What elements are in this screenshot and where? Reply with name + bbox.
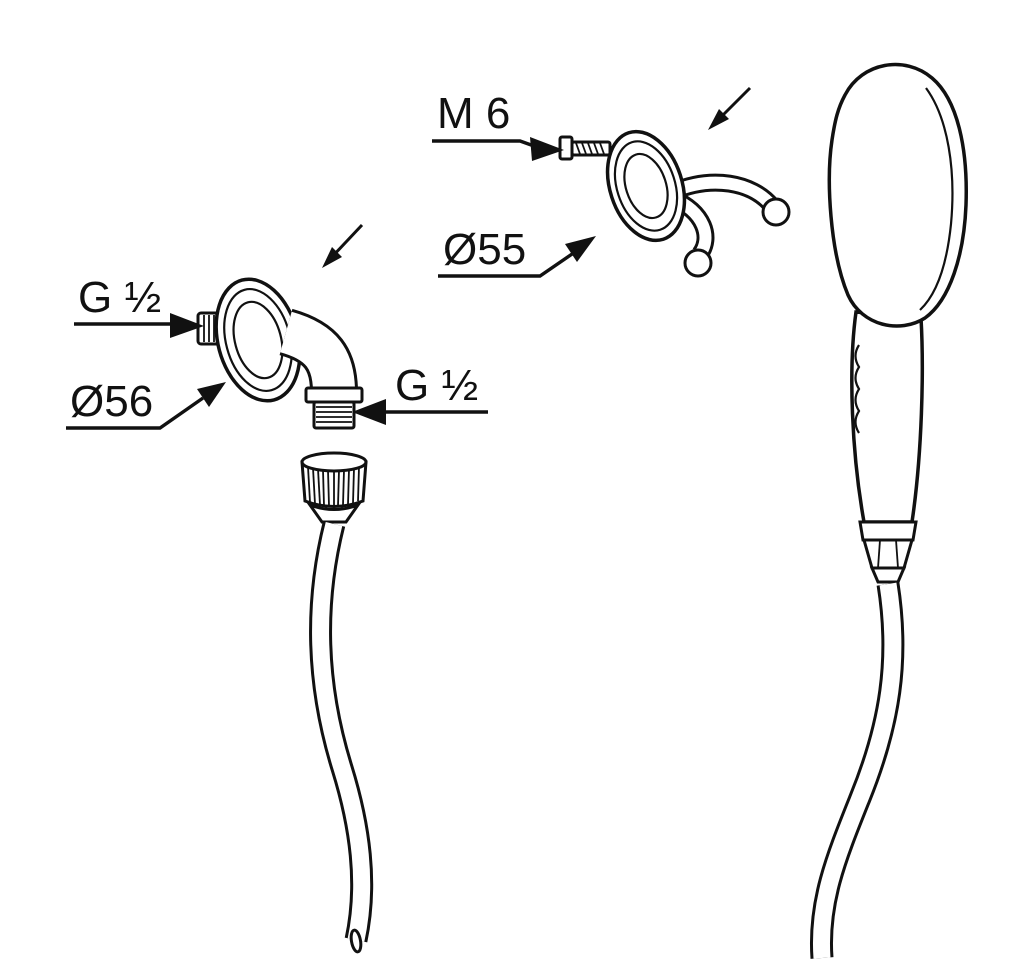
bracket-mounting-arrow-icon: [708, 86, 752, 130]
elbow-tube: [278, 308, 358, 393]
bracket-claw: [668, 173, 791, 278]
annotation-g12-inlet: G ½: [74, 273, 204, 338]
elbow-outlet-thread: [304, 386, 364, 430]
shower-head: [827, 62, 968, 328]
hose-nut-knurled: [300, 451, 368, 524]
label-g12-inlet: G ½: [78, 273, 161, 322]
shower-cone-connector: [858, 520, 918, 584]
g12-inlet-arrowhead-icon: [170, 313, 204, 338]
dimension-annotations: M 6 Ø55 G ½ Ø56 G ½: [66, 89, 596, 430]
wall-elbow-drawing: [196, 223, 364, 430]
hose-right-tube: [809, 582, 905, 959]
hand-shower-drawing: [809, 62, 968, 959]
m6-arrowhead-icon: [530, 137, 564, 161]
elbow-mounting-arrow-icon: [322, 223, 364, 268]
annotation-m6: M 6: [432, 89, 564, 161]
g12-outlet-arrowhead-icon: [352, 399, 386, 425]
label-d55: Ø55: [443, 225, 526, 274]
label-d56: Ø56: [70, 377, 153, 426]
shower-hose-left: [300, 451, 374, 954]
d55-arrowhead-icon: [565, 236, 596, 262]
hose-left-tube: [309, 521, 374, 954]
bracket-flange: [605, 129, 687, 243]
annotation-d56: Ø56: [66, 377, 226, 430]
d56-arrowhead-icon: [197, 382, 226, 407]
shower-handle: [850, 310, 925, 524]
bracket-screw-m6: [558, 135, 612, 161]
label-g12-outlet: G ½: [395, 361, 478, 410]
annotation-d55: Ø55: [438, 225, 596, 278]
label-m6: M 6: [437, 89, 510, 138]
annotation-g12-outlet: G ½: [352, 361, 488, 425]
wall-bracket-drawing: [558, 86, 791, 278]
